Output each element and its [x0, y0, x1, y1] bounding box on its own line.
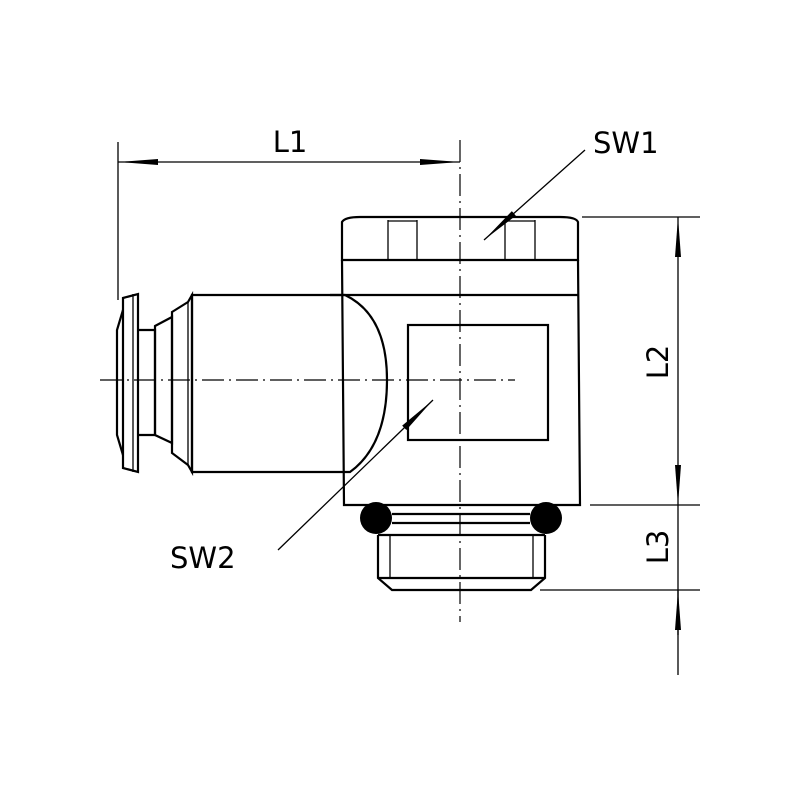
release-collet — [115, 290, 194, 477]
leader-sw2: SW2 — [170, 399, 434, 575]
o-ring — [360, 502, 562, 534]
dimension-l2: L2 — [582, 216, 700, 506]
dimension-l1: L1 — [117, 125, 460, 300]
male-thread — [376, 533, 547, 592]
label-l2: L2 — [641, 345, 675, 380]
dimension-l3: L3 — [540, 505, 700, 675]
label-sw2: SW2 — [170, 541, 236, 575]
label-l1: L1 — [273, 125, 308, 159]
fitting-body — [330, 259, 582, 507]
push-in-tube — [190, 293, 389, 474]
label-l3: L3 — [641, 530, 675, 565]
leader-sw1: SW1 — [483, 126, 659, 241]
label-sw1: SW1 — [593, 126, 659, 160]
wrench-flat-sw2 — [406, 323, 550, 442]
